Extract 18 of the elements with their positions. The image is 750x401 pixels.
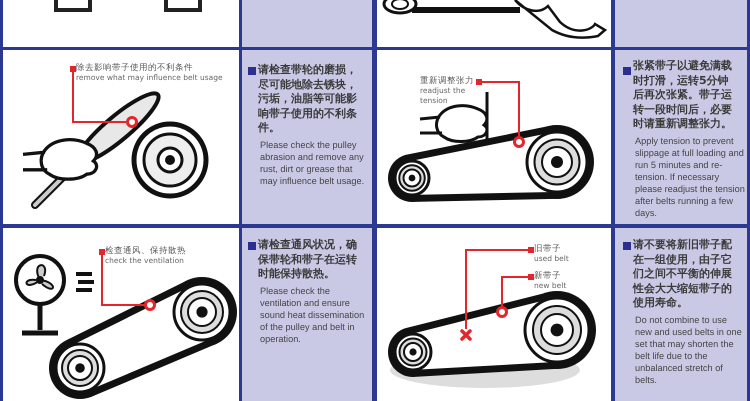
instruction-text: 请检查带轮的磨损，尽可能地除去锈块，污垢，油脂等可能影响带子使用的不利条件。	[258, 63, 358, 136]
instruction-text: 请检查通风状况，确保带轮和带子在运转时能保持散热。	[258, 238, 358, 282]
leader-line	[99, 249, 144, 306]
instruction-text: Please check the ventilation and ensure sound heat dissemination of the pulley and belt in operation.	[260, 285, 366, 345]
instruction-text: Apply tension to prevent slippage at full loading and run 5 minutes and re-tension. If necessary please readjust the tension after belts running a few days.	[635, 135, 745, 219]
instruction-text: 请不要将新旧带子配在一组使用，由子它们之间不平衡的伸展性会大大缩短带子的使用寿命。	[633, 238, 733, 310]
leader-line	[70, 66, 126, 123]
instruction-text: 张紧带子以避免满载时打滑，运转5分钟后再次张紧。带子运转一段时间后，必要时请重新调整张力。	[633, 59, 733, 132]
instruction-text: Please check the pulley abrasion and remove any rust, dirt or grease that may influence belt usage.	[260, 139, 366, 187]
marker-circle	[496, 306, 508, 318]
marker-circle	[513, 136, 525, 148]
leader-line	[465, 247, 534, 329]
leader-line	[476, 79, 520, 136]
leader-line	[501, 274, 534, 306]
marker-circle	[126, 116, 138, 128]
marker-circle	[144, 299, 156, 311]
instruction-text: Do not combine to use new and used belts in one set that may shorten the belt life due to the unbalanced stretch of belts.	[635, 314, 743, 386]
cross-mark	[460, 329, 472, 341]
